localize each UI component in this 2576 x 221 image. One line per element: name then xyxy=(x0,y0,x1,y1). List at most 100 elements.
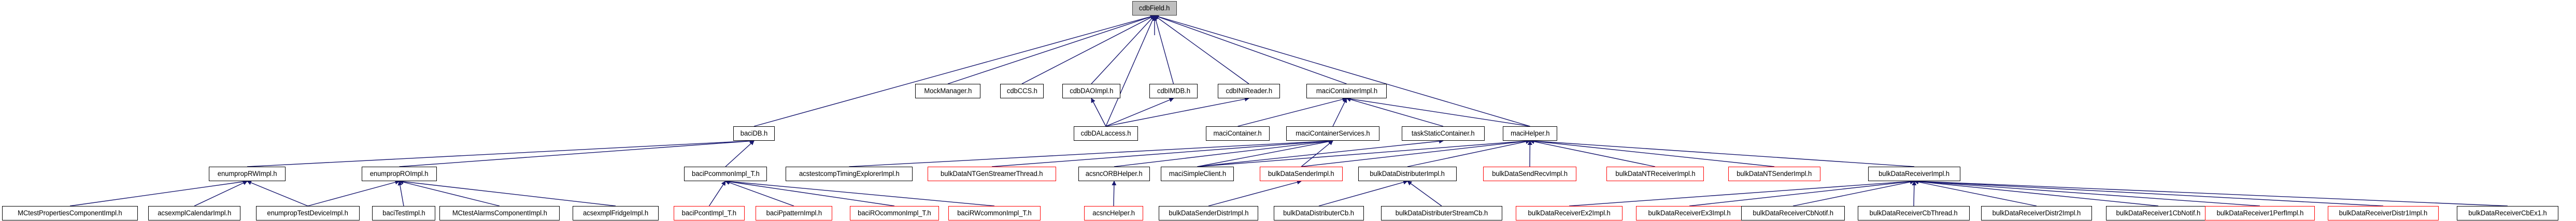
graph-node[interactable]: cdbINIReader.h xyxy=(1218,84,1280,98)
graph-node[interactable]: baciTestImpl.h xyxy=(372,206,435,220)
graph-node-label: bulkDataDistributerImpl.h xyxy=(1370,170,1445,178)
graph-node[interactable]: baciROcommonImpl_T.h xyxy=(850,206,939,220)
graph-edge xyxy=(1154,14,1530,127)
graph-node[interactable]: cdbCCS.h xyxy=(1000,84,1044,98)
graph-node[interactable]: MCtestAlarmsComponentImpl.h xyxy=(439,206,560,220)
graph-edge xyxy=(247,138,755,167)
graph-node[interactable]: maciContainer.h xyxy=(1206,126,1270,141)
graph-node[interactable]: bulkDataReceiverCbNotif.h xyxy=(1741,206,1845,220)
graph-edge xyxy=(753,14,1155,127)
graph-node[interactable]: acstestcompTimingExplorerImpl.h xyxy=(786,167,913,181)
graph-edge xyxy=(1197,139,1333,167)
graph-node[interactable]: bulkDataReceiverDistr2Impl.h xyxy=(1981,206,2092,220)
graph-node-label: baciRWcommonImpl_T.h xyxy=(957,209,1032,217)
graph-edge xyxy=(1301,140,1333,167)
graph-node-label: cdbCCS.h xyxy=(1006,87,1037,95)
graph-node[interactable]: acsexmplFridgeImpl.h xyxy=(573,206,659,220)
graph-node-label: bulkDataDistributerStreamCb.h xyxy=(1395,209,1488,217)
graph-edge xyxy=(397,181,404,207)
graph-node-label: enumpropTestDeviceImpl.h xyxy=(267,209,349,217)
graph-node[interactable]: bulkDataReceiverDistr1Impl.h xyxy=(2328,206,2439,220)
graph-node[interactable]: acsexmplCalendarImpl.h xyxy=(148,206,240,220)
graph-node[interactable]: bulkDataSenderImpl.h xyxy=(1260,167,1343,181)
graph-edge xyxy=(1569,179,1915,207)
graph-node-root[interactable]: cdbField.h xyxy=(1132,1,1177,16)
graph-edge xyxy=(1208,180,1302,207)
graph-node[interactable]: bulkDataReceiver1PerfImpl.h xyxy=(2205,206,2315,220)
graph-node-label: maciHelper.h xyxy=(1510,129,1550,138)
graph-node[interactable]: bulkDataNTGenStreamerThread.h xyxy=(928,167,1056,181)
graph-node[interactable]: taskStaticContainer.h xyxy=(1402,126,1485,141)
graph-node[interactable]: acsncORBHelper.h xyxy=(1078,167,1150,181)
graph-node-label: acsncHelper.h xyxy=(1092,209,1135,217)
graph-edge xyxy=(69,179,248,207)
graph-node[interactable]: baciDB.h xyxy=(733,126,775,141)
graph-node[interactable]: baciPpatternImpl.h xyxy=(756,206,832,220)
graph-node[interactable]: bulkDataReceiverEx3Impl.h xyxy=(1636,206,1743,220)
graph-node-label: maciSimpleClient.h xyxy=(1169,170,1226,178)
graph-node-label: MCtestAlarmsComponentImpl.h xyxy=(452,209,547,217)
graph-edge xyxy=(1914,179,2159,207)
graph-node-label: bulkDataNTReceiverImpl.h xyxy=(1615,170,1696,178)
graph-node[interactable]: baciPcommonImpl_T.h xyxy=(684,167,767,181)
graph-node[interactable]: MCtestPropertiesComponentImpl.h xyxy=(2,206,138,220)
graph-node[interactable]: maciContainerImpl.h xyxy=(1306,84,1387,98)
graph-edge xyxy=(247,180,308,207)
graph-node-label: cdbDAOImpl.h xyxy=(1070,87,1113,95)
graph-node[interactable]: maciSimpleClient.h xyxy=(1161,167,1234,181)
graph-node[interactable]: baciRWcommonImpl_T.h xyxy=(948,206,1041,220)
graph-node[interactable]: bulkDataDistributerCb.h xyxy=(1274,206,1364,220)
graph-node[interactable]: bulkDataReceiverCbThread.h xyxy=(1858,206,1970,220)
graph-node-label: baciPpatternImpl.h xyxy=(766,209,822,217)
graph-node-label: baciDB.h xyxy=(740,129,768,138)
graph-node[interactable]: maciHelper.h xyxy=(1503,126,1557,141)
graph-node[interactable]: bulkDataDistributerImpl.h xyxy=(1358,167,1457,181)
graph-node[interactable]: bulkDataDistributerStreamCb.h xyxy=(1381,206,1502,220)
graph-node[interactable]: bulkDataSendRecvImpl.h xyxy=(1483,167,1576,181)
graph-edge xyxy=(1237,97,1347,127)
graph-node[interactable]: maciContainerServices.h xyxy=(1286,126,1379,141)
graph-edge xyxy=(399,180,500,207)
graph-node-label: bulkDataSendRecvImpl.h xyxy=(1492,170,1568,178)
graph-node[interactable]: acsncHelper.h xyxy=(1084,206,1143,220)
graph-node[interactable]: bulkDataNTReceiverImpl.h xyxy=(1606,167,1704,181)
graph-edge xyxy=(1346,97,1444,127)
graph-edge xyxy=(1154,15,1249,84)
graph-node-label: cdbIMDB.h xyxy=(1157,87,1190,95)
graph-node-label: bulkDataSenderDistrImpl.h xyxy=(1168,209,1249,217)
graph-node-label: taskStaticContainer.h xyxy=(1412,129,1475,138)
graph-node[interactable]: enumpropRWImpl.h xyxy=(209,167,286,181)
graph-node-label: bulkDataSenderImpl.h xyxy=(1268,170,1334,178)
graph-edge xyxy=(1346,96,1530,127)
graph-node[interactable]: bulkDataReceiverCbEx1.h xyxy=(2457,206,2558,220)
graph-node-label: baciPcommonImpl_T.h xyxy=(691,170,760,178)
graph-node[interactable]: cdbDALaccess.h xyxy=(1074,126,1138,141)
graph-edge xyxy=(725,179,995,207)
graph-node-label: enumpropROImpl.h xyxy=(370,170,429,178)
graph-node[interactable]: cdbIMDB.h xyxy=(1149,84,1198,98)
graph-edge xyxy=(1914,179,2508,207)
graph-node[interactable]: bulkDataSenderDistrImpl.h xyxy=(1159,206,1258,220)
graph-node-label: bulkDataReceiverCbEx1.h xyxy=(2468,209,2547,217)
graph-node-label: maciContainerServices.h xyxy=(1296,129,1370,138)
graph-node[interactable]: MockManager.h xyxy=(915,84,980,98)
graph-edge xyxy=(1105,97,1174,127)
graph-node-label: bulkDataReceiver1CbNotif.h xyxy=(2116,209,2201,217)
graph-edge xyxy=(725,140,755,167)
graph-node-label: acsexmplCalendarImpl.h xyxy=(158,209,231,217)
graph-node-label: bulkDataNTGenStreamerThread.h xyxy=(941,170,1043,178)
graph-node[interactable]: bulkDataReceiverEx2Impl.h xyxy=(1516,206,1623,220)
graph-node[interactable]: cdbDAOImpl.h xyxy=(1062,84,1120,98)
graph-edge xyxy=(194,181,248,207)
graph-node[interactable]: bulkDataReceiverImpl.h xyxy=(1868,167,1960,181)
graph-node[interactable]: enumpropROImpl.h xyxy=(362,167,437,181)
graph-node[interactable]: baciPcontImpl_T.h xyxy=(674,206,745,220)
graph-edge xyxy=(1529,139,1656,167)
graph-edge xyxy=(1197,139,1531,167)
graph-edge xyxy=(1301,139,1531,167)
graph-node[interactable]: bulkDataNTSenderImpl.h xyxy=(1728,167,1820,181)
graph-node[interactable]: bulkDataReceiver1CbNotif.h xyxy=(2106,206,2211,220)
graph-edge xyxy=(708,181,726,207)
graph-node[interactable]: enumpropTestDeviceImpl.h xyxy=(256,206,360,220)
